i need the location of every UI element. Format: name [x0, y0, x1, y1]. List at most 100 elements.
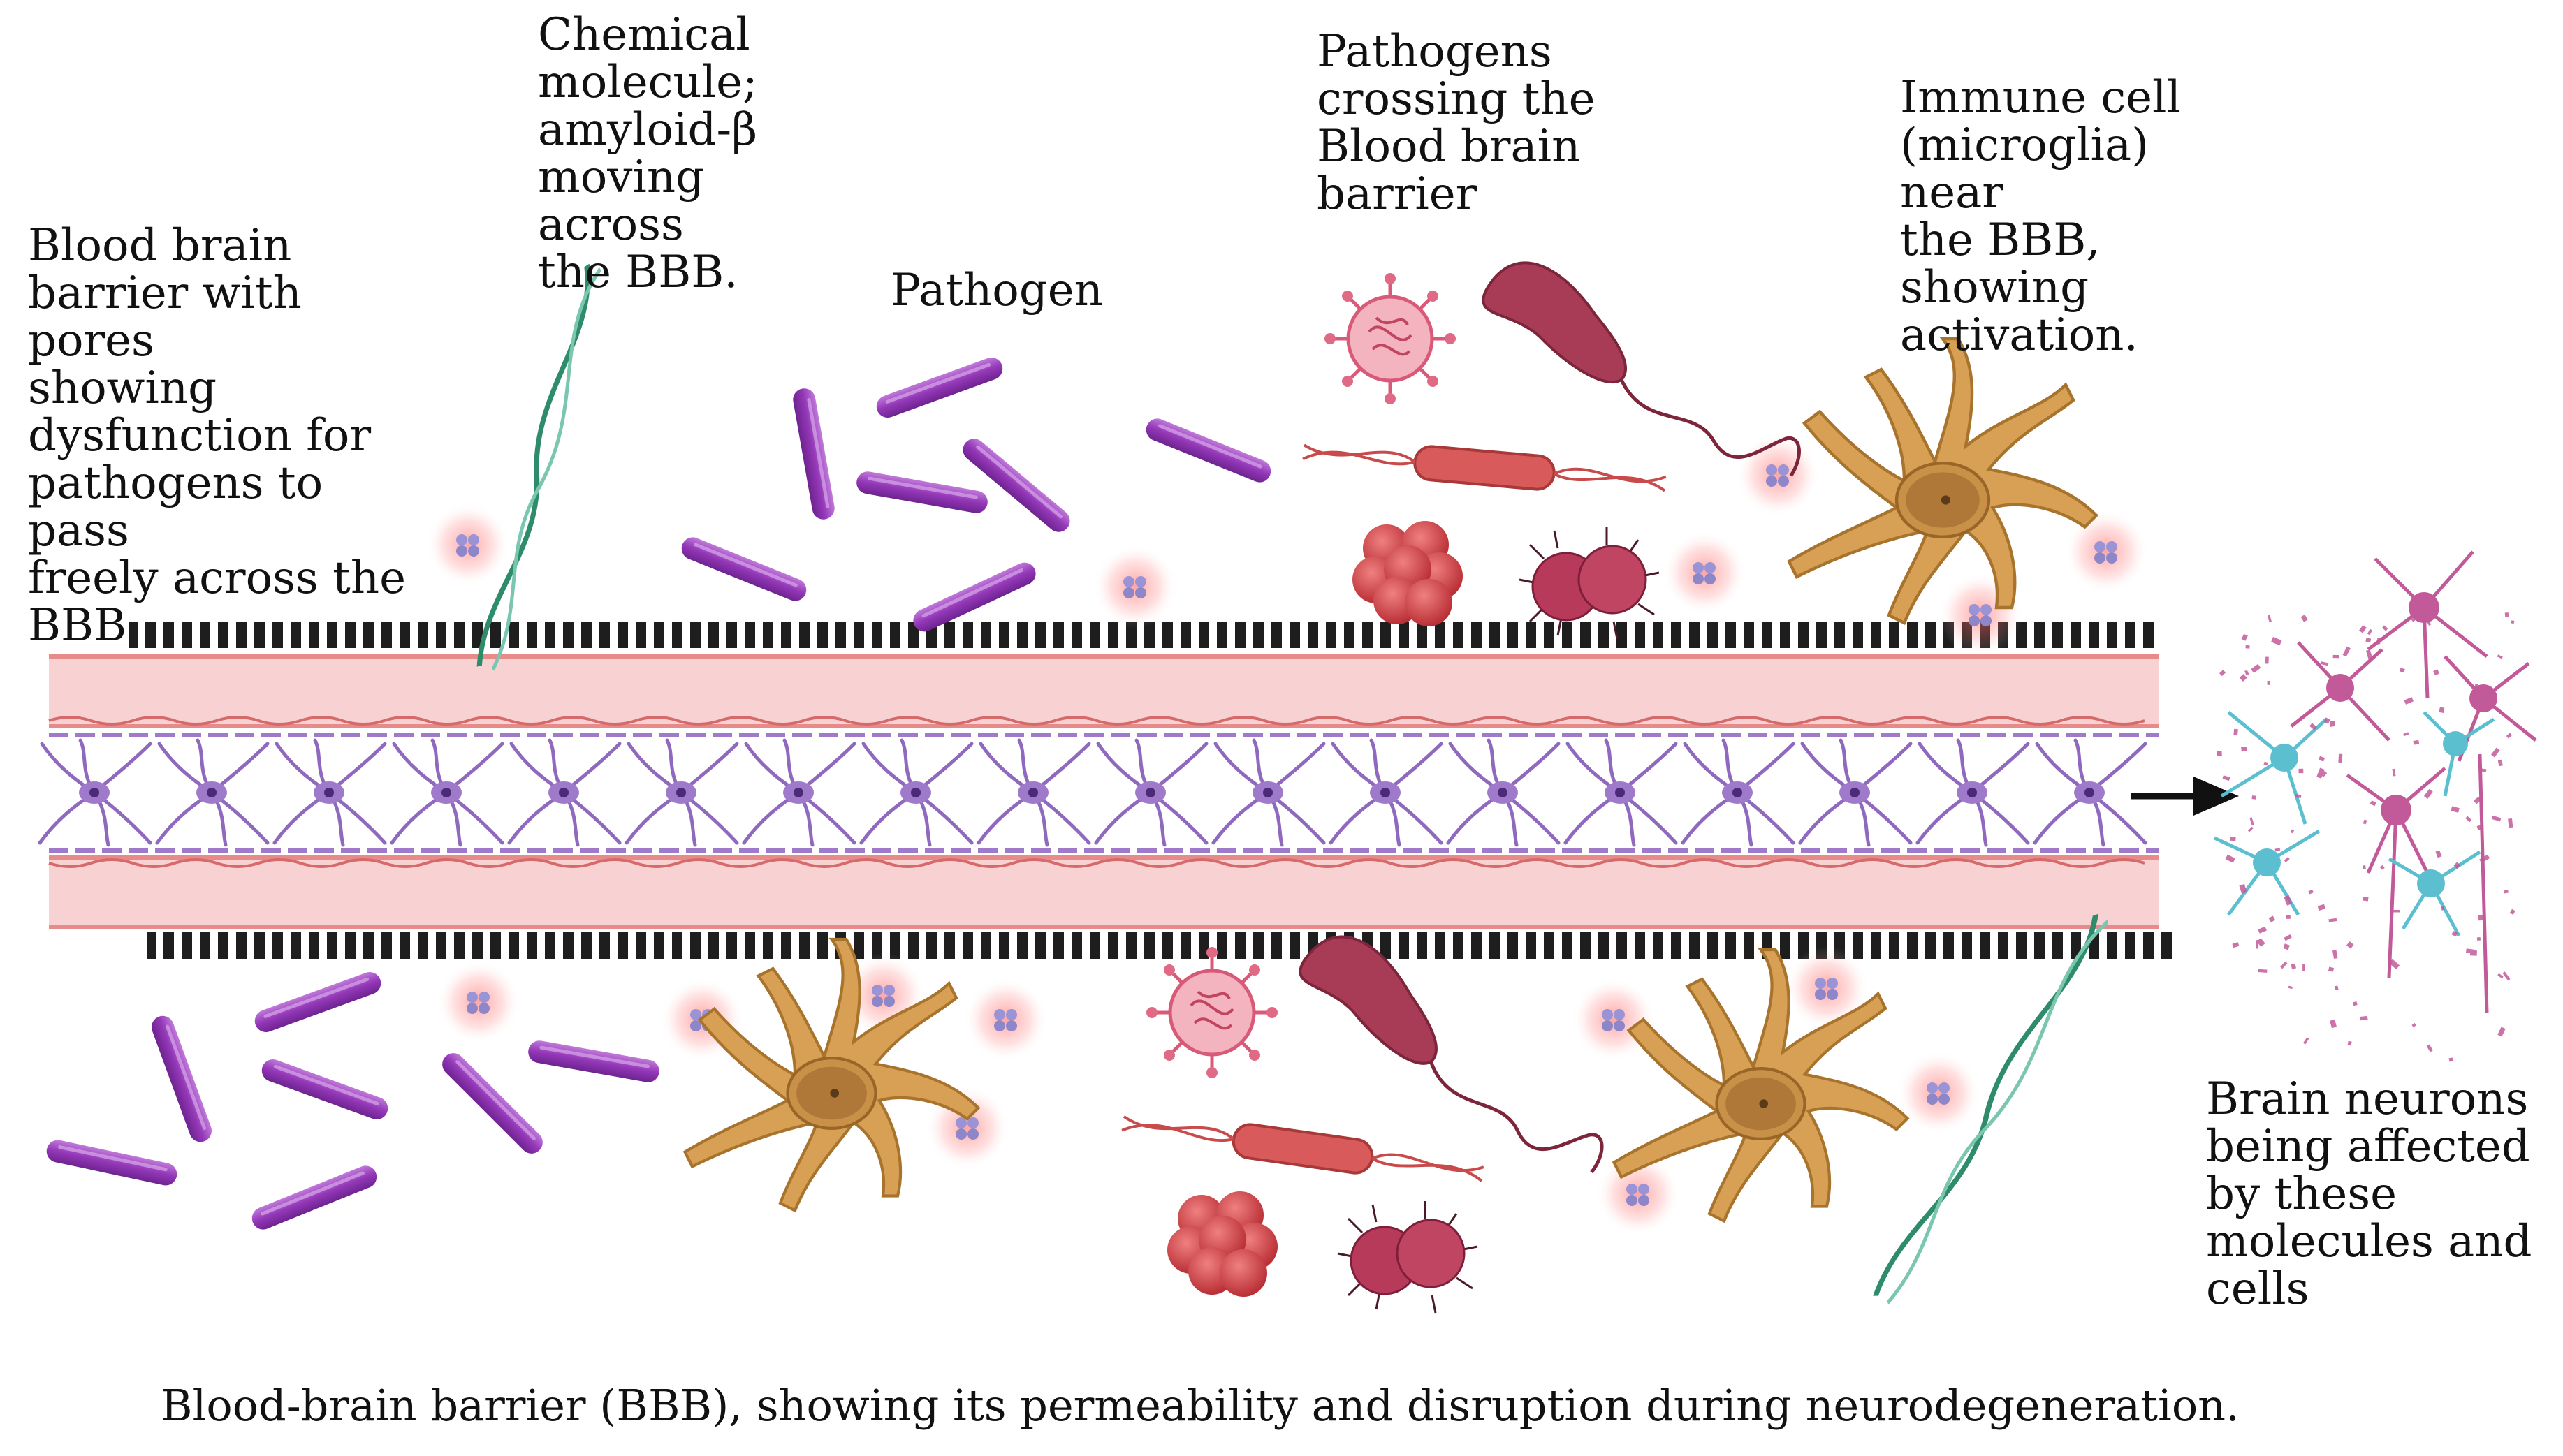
neurite-fragment — [2330, 1019, 2337, 1029]
virus-bottom — [1146, 947, 1278, 1078]
flagellated-bacterium-top — [1459, 253, 1830, 477]
neurite-fragment — [2465, 948, 2474, 954]
neurite-fragment — [2478, 915, 2483, 921]
neurite-fragment — [2342, 646, 2351, 657]
neurite-fragment — [2316, 767, 2325, 779]
label-pathogen: Pathogen — [891, 265, 1103, 316]
neurite-fragment — [2330, 681, 2337, 687]
neurite-fragment — [2400, 668, 2405, 673]
neurite-fragment — [2481, 868, 2484, 872]
neurite-fragment — [2511, 620, 2515, 624]
neurite-fragment — [2479, 854, 2490, 864]
neurite-fragment — [2244, 670, 2249, 676]
neurite-fragment — [2497, 1027, 2506, 1037]
label-chemical-molecule: Chemical molecule; amyloid-β moving acro… — [538, 9, 758, 298]
neurite-fragment — [2377, 638, 2381, 645]
neurite-fragment — [2448, 1057, 2453, 1062]
neurite-fragment — [2403, 732, 2409, 737]
neurite-fragment — [2318, 756, 2325, 762]
neurite-fragment — [2247, 826, 2254, 832]
microglia-top — [1789, 339, 2096, 623]
neurite-fragment — [2268, 915, 2276, 922]
neurite-fragment — [2290, 829, 2295, 834]
neurite-fragment — [2360, 1015, 2368, 1021]
neurite-fragment — [2332, 654, 2339, 659]
neurite-fragment — [2233, 728, 2238, 736]
brain-neuron-cluster — [2213, 550, 2537, 1062]
neurite-fragment — [2271, 637, 2282, 646]
neurite-fragment — [2367, 628, 2373, 635]
neurite-fragment — [2320, 661, 2329, 666]
neurite-fragment — [2294, 794, 2302, 798]
red-rod-bacterium-bottom — [1119, 1105, 1487, 1192]
neurite-fragment — [2441, 906, 2445, 911]
neurite-fragment — [2265, 656, 2269, 664]
virus-top — [1324, 273, 1456, 404]
neurite-fragment — [2239, 883, 2247, 895]
neurite-fragment — [2328, 918, 2337, 922]
label-brain-neurons: Brain neurons being affected by these mo… — [2206, 1073, 2532, 1315]
coccus-cluster-bottom — [1167, 1191, 1278, 1297]
neurite-fragment — [2358, 625, 2367, 633]
neurite-fragment — [2451, 931, 2458, 937]
label-bbb-pores: Blood brain barrier with pores showing d… — [28, 220, 406, 652]
neurite-fragment — [2284, 934, 2292, 941]
microglia-bottom-left — [685, 939, 979, 1211]
neurite-fragment — [2267, 615, 2272, 623]
vessel-lower-wall — [49, 858, 2159, 927]
arrow-to-neurons — [2131, 777, 2239, 816]
neurite-fragment — [2332, 950, 2338, 959]
neurite-fragment — [2353, 1001, 2358, 1006]
neurite-fragment — [2404, 697, 2414, 705]
neurite-fragment — [2502, 971, 2511, 981]
neurite-fragment — [2308, 889, 2314, 895]
neurite-fragment — [2323, 717, 2330, 724]
neurite-fragment — [2363, 819, 2367, 825]
neurite-fragment — [2309, 723, 2317, 730]
neurite-fragment — [2302, 1037, 2309, 1045]
neurite-fragment — [2241, 633, 2248, 641]
neurite-fragment — [2465, 816, 2472, 823]
neurite-fragment — [2433, 669, 2440, 676]
neurite-fragment — [2338, 753, 2343, 763]
label-immune-cell: Immune cell (microglia) near the BBB, sh… — [1900, 72, 2181, 361]
neurite-fragment — [2288, 985, 2293, 990]
neurite-fragment — [2284, 895, 2293, 906]
neurite-fragment — [2239, 674, 2247, 682]
neurite-fragment — [2245, 645, 2250, 649]
neurite-fragment — [2256, 938, 2265, 947]
neurite-fragment — [2249, 817, 2254, 826]
neurite-fragment — [2392, 768, 2396, 777]
neurite-fragment — [2451, 806, 2460, 813]
neurite-fragment — [2258, 926, 2267, 934]
neurite-fragment — [2225, 854, 2235, 863]
neurite-fragment — [2258, 969, 2268, 973]
neurite-fragment — [2267, 681, 2271, 685]
neurite-fragment — [2219, 670, 2226, 677]
vessel-upper-wall — [49, 656, 2159, 726]
neurite-fragment — [2251, 663, 2261, 673]
diplococcus-bottom — [1336, 1200, 1479, 1314]
neurite-fragment — [2363, 897, 2369, 902]
bottom-pore-band — [147, 932, 2173, 959]
neurite-fragment — [2366, 649, 2373, 660]
neurite-fragment — [2490, 747, 2500, 758]
neurite-fragment — [2263, 761, 2268, 766]
neurite-fragment — [2497, 760, 2503, 767]
neurite-fragment — [2391, 807, 2398, 813]
pathogen-rods-bottom — [44, 969, 662, 1233]
neurite-fragment — [2232, 942, 2240, 948]
neurite-fragment — [2298, 768, 2304, 774]
neurite-fragment — [2251, 795, 2257, 800]
neurite-fragment — [2300, 615, 2308, 622]
neurite-fragment — [2321, 771, 2328, 777]
label-pathogens-crossing: Pathogens crossing the Blood brain barri… — [1317, 26, 1596, 220]
neurite-fragment — [2497, 973, 2504, 979]
neurite-fragment — [2426, 1044, 2433, 1052]
neurite-fragment — [2435, 850, 2442, 858]
neurite-fragment — [2283, 943, 2290, 950]
neurite-fragment — [2508, 818, 2513, 828]
neurite-fragment — [2509, 909, 2515, 915]
